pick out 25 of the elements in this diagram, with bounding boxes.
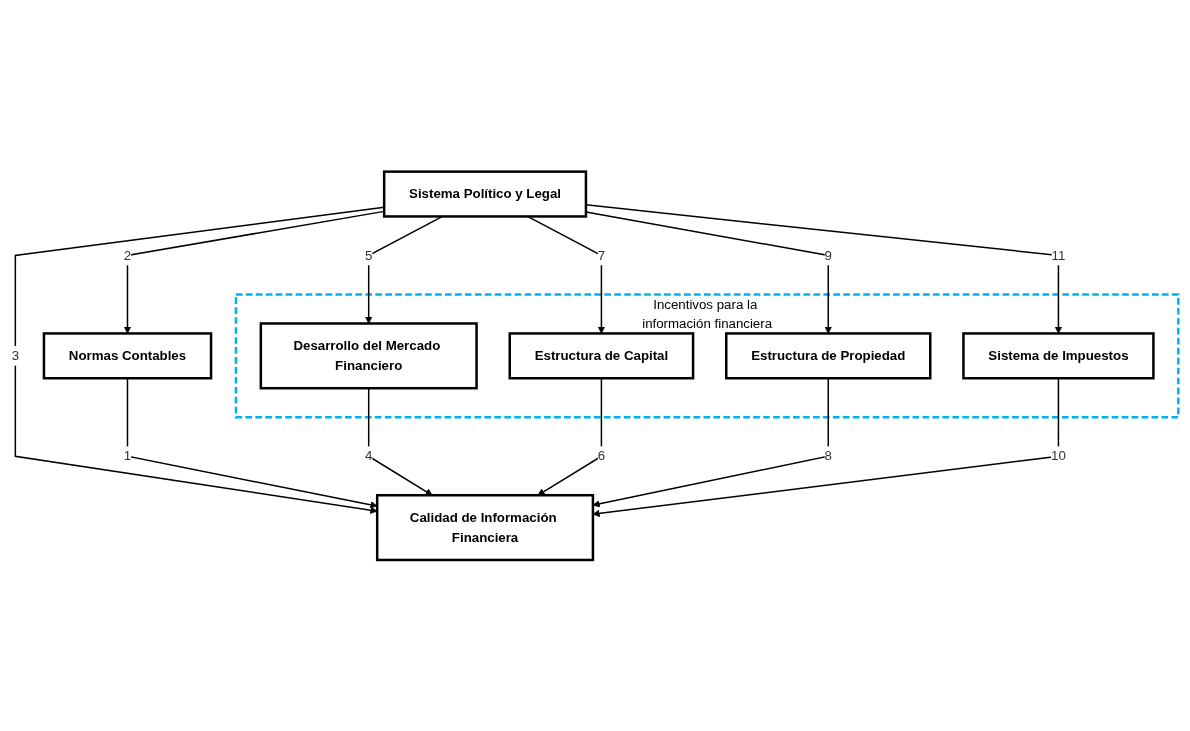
arrow (14, 206, 385, 514)
edge-label: 7 (597, 247, 606, 262)
edge-label: 11 (1051, 247, 1066, 262)
edge-label: 8 (824, 448, 832, 463)
node-box: Sistema de Impuestos (962, 331, 1155, 380)
edge-label: 6 (597, 448, 606, 463)
edge-label: 4 (365, 448, 373, 463)
node-box: Estructura de Propiedad (725, 331, 932, 380)
edge-label: 9 (824, 247, 832, 262)
node-box: Desarrollo del Mercado Financiero (259, 321, 478, 390)
node-box: Normas Contables (42, 331, 213, 380)
node-box: Sistema Político y Legal (382, 170, 588, 218)
arrow (123, 210, 385, 334)
arrow (585, 211, 832, 334)
edge-label: 10 (1051, 448, 1066, 463)
arrow (126, 377, 378, 509)
arrow (592, 377, 1060, 517)
node-box: Calidad de Información Financiera (375, 493, 595, 561)
node-box: Estructura de Capital (508, 331, 695, 380)
edge-label: 3 (11, 348, 20, 363)
arrow (585, 203, 1063, 334)
arrow (592, 377, 830, 508)
edge-label: 1 (123, 448, 132, 463)
edge-label: 2 (123, 247, 132, 262)
edge-label: 5 (365, 247, 373, 262)
